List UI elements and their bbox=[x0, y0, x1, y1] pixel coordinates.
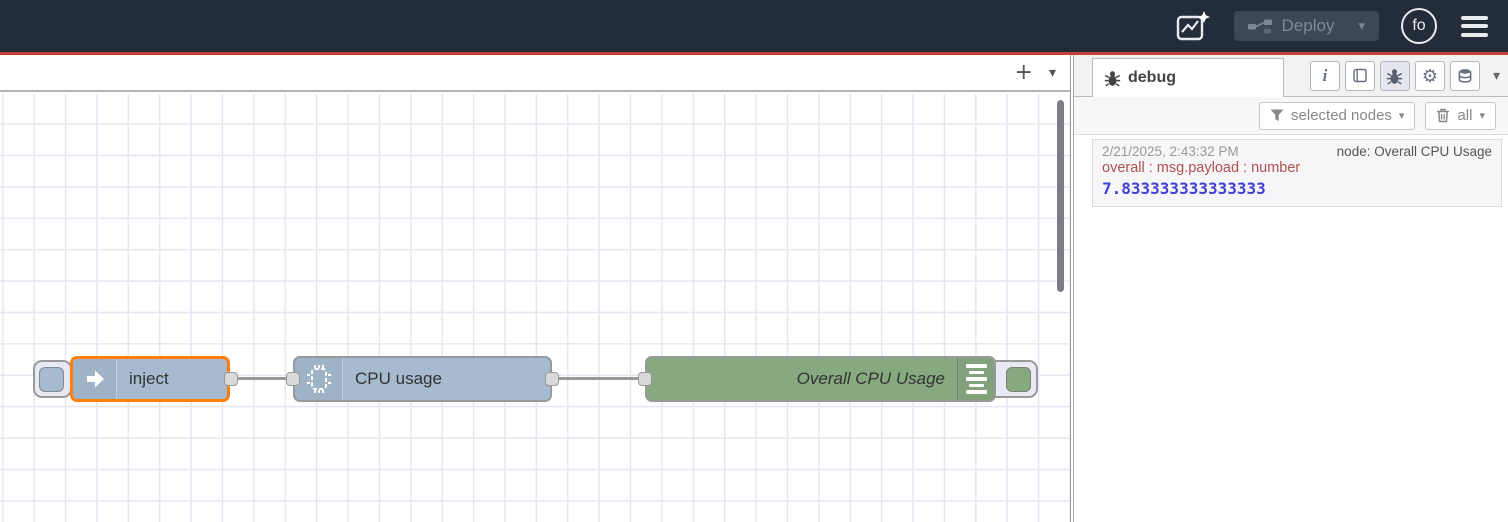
debug-filter-button[interactable]: selected nodes ▾ bbox=[1259, 101, 1416, 130]
sidebar-options-caret-button[interactable]: ▾ bbox=[1492, 68, 1500, 84]
workspace: + ▾ inject bbox=[0, 55, 1071, 522]
sidebar-header-buttons: i bbox=[1309, 61, 1500, 91]
debug-message-value[interactable]: 7.833333333333333 bbox=[1102, 179, 1266, 198]
flow-assistant-button[interactable] bbox=[1174, 10, 1212, 42]
deploy-options-caret-icon[interactable]: ▾ bbox=[1358, 18, 1365, 34]
canvas-vertical-scrollbar[interactable] bbox=[1057, 100, 1064, 292]
sidebar-tabbar: debug i bbox=[1074, 55, 1508, 97]
debug-toolbar: selected nodes ▾ all ▾ bbox=[1074, 97, 1508, 135]
tab-debug-label: debug bbox=[1128, 69, 1176, 86]
debug-clear-label: all bbox=[1457, 107, 1473, 124]
port-cpu-input[interactable] bbox=[286, 372, 300, 386]
gear-icon: ⚙ bbox=[1421, 65, 1439, 87]
info-icon: i bbox=[1322, 66, 1328, 85]
node-label: inject bbox=[129, 369, 169, 388]
tab-debug[interactable]: debug bbox=[1092, 58, 1284, 97]
node-overall-cpu-usage[interactable]: Overall CPU Usage bbox=[645, 356, 996, 402]
clear-caret-icon: ▾ bbox=[1479, 109, 1485, 122]
main-menu-button[interactable] bbox=[1459, 12, 1490, 41]
funnel-icon bbox=[1270, 109, 1284, 121]
debug-clear-button[interactable]: all ▾ bbox=[1425, 101, 1496, 130]
debug-icon-section bbox=[957, 358, 994, 400]
sidebar-debug-panel: debug i bbox=[1073, 55, 1508, 522]
node-label: Overall CPU Usage bbox=[796, 369, 945, 388]
debug-message-list: 2/21/2025, 2:43:32 PM node: Overall CPU … bbox=[1074, 139, 1508, 207]
inject-icon-section bbox=[73, 359, 117, 399]
flow-tabbar: + ▾ bbox=[0, 55, 1070, 92]
debug-message-timestamp: 2/21/2025, 2:43:32 PM bbox=[1102, 144, 1239, 159]
port-debug-input[interactable] bbox=[638, 372, 652, 386]
header-accent-line bbox=[0, 52, 1508, 55]
debug-list-icon bbox=[965, 364, 987, 394]
flow-list-caret-button[interactable]: ▾ bbox=[1048, 64, 1056, 81]
bug-icon bbox=[1104, 70, 1121, 87]
debug-message-property: overall : msg.payload : number bbox=[1102, 160, 1301, 176]
wire-inject-to-cpu bbox=[231, 377, 293, 380]
docs-button[interactable] bbox=[1344, 61, 1375, 91]
debug-toggle-button[interactable] bbox=[988, 360, 1038, 398]
trash-icon bbox=[1437, 108, 1450, 123]
flow-sparkle-icon bbox=[1176, 11, 1210, 41]
avatar-initials: fo bbox=[1412, 17, 1426, 34]
header-bar: Deploy ▾ fo bbox=[0, 0, 1508, 52]
main-menu-icon bbox=[1461, 15, 1488, 20]
flow-canvas[interactable]: inject bbox=[0, 94, 1070, 522]
add-flow-button[interactable]: + bbox=[1014, 59, 1033, 85]
deploy-nodes-icon bbox=[1247, 19, 1272, 33]
inject-trigger-button[interactable] bbox=[33, 360, 72, 398]
debug-message-source: node: Overall CPU Usage bbox=[1336, 144, 1492, 159]
debug-message-meta: 2/21/2025, 2:43:32 PM node: Overall CPU … bbox=[1102, 144, 1492, 159]
user-avatar[interactable]: fo bbox=[1401, 8, 1437, 44]
context-data-button[interactable] bbox=[1449, 61, 1480, 91]
inject-trigger-inner bbox=[39, 366, 64, 392]
filter-caret-icon: ▾ bbox=[1398, 109, 1405, 122]
config-nodes-button[interactable]: ⚙ bbox=[1414, 61, 1445, 91]
node-inject[interactable]: inject bbox=[70, 356, 230, 402]
wire-cpu-to-debug bbox=[552, 377, 645, 380]
info-button[interactable]: i bbox=[1309, 61, 1340, 91]
debug-toggle-inner bbox=[1006, 366, 1031, 392]
debug-message[interactable]: 2/21/2025, 2:43:32 PM node: Overall CPU … bbox=[1092, 139, 1502, 207]
deploy-label: Deploy bbox=[1281, 16, 1335, 35]
deploy-button[interactable]: Deploy ▾ bbox=[1233, 11, 1379, 41]
database-icon bbox=[1458, 69, 1472, 83]
debug-filter-label: selected nodes bbox=[1291, 107, 1392, 124]
cpu-icon-section bbox=[295, 358, 343, 400]
debug-button[interactable] bbox=[1379, 61, 1410, 91]
arrow-right-icon bbox=[86, 370, 104, 388]
chip-icon bbox=[306, 365, 331, 393]
port-inject-output[interactable] bbox=[224, 372, 238, 386]
book-icon bbox=[1353, 68, 1367, 83]
header-actions: Deploy ▾ fo bbox=[1174, 8, 1490, 44]
node-cpu-usage[interactable]: CPU usage bbox=[293, 356, 552, 402]
node-label: CPU usage bbox=[355, 369, 442, 388]
bug-icon bbox=[1387, 68, 1403, 85]
port-cpu-output[interactable] bbox=[545, 372, 559, 386]
